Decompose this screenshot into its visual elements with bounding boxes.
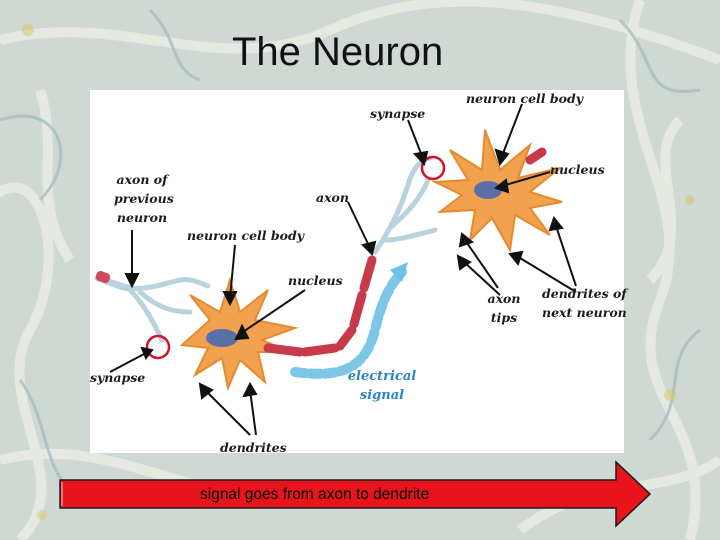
label-dendrites: dendrites — [220, 440, 287, 455]
axon-tips-left — [125, 277, 211, 343]
label-line: previous — [114, 191, 174, 206]
label-neuron-cell-body-top: neuron cell body — [466, 91, 583, 106]
label-line: axon — [487, 291, 521, 306]
label-line: tips — [490, 310, 518, 325]
label-synapse-bottom: synapse — [90, 370, 146, 385]
nucleus-left-shape — [206, 329, 238, 347]
label-line: next neuron — [542, 305, 627, 320]
label-line: axon of — [116, 172, 168, 187]
label-dendrites-of-next-neuron: dendrites of next neuron — [542, 284, 627, 322]
slide-title: The Neuron — [232, 30, 444, 74]
electrical-signal-arrow — [290, 267, 407, 379]
label-nucleus-right: nucleus — [550, 162, 605, 177]
label-axon-of-previous-neuron: axon of previous neuron — [114, 170, 174, 227]
label-synapse-top: synapse — [370, 106, 426, 121]
right-neuron — [431, 129, 563, 254]
label-neuron-cell-body-left: neuron cell body — [187, 228, 304, 243]
synapse-right-ring — [420, 155, 446, 181]
label-line: neuron — [116, 210, 168, 225]
signal-direction-arrow — [59, 460, 652, 528]
label-line: dendrites of — [542, 286, 627, 301]
label-axon-tips: axon tips — [484, 289, 524, 327]
right-axon — [525, 147, 547, 165]
left-axon-segments — [263, 255, 377, 357]
signal-direction-text: signal goes from axon to dendrite — [200, 486, 430, 503]
previous-axon-end — [95, 271, 111, 283]
neuron-diagram: neuron cell body synapse nucleus axon of… — [90, 90, 627, 455]
nucleus-right-shape — [474, 181, 502, 199]
label-nucleus-left: nucleus — [288, 273, 343, 288]
label-line: electrical — [347, 369, 417, 384]
synapse-left-ring — [145, 334, 171, 360]
label-pointers — [109, 103, 577, 436]
label-line: signal — [359, 388, 405, 403]
label-axon: axon — [316, 190, 349, 205]
label-electrical-signal: electrical signal — [346, 367, 418, 405]
axon-tips-right — [372, 155, 438, 255]
neuron-diagram-art — [94, 103, 577, 436]
electrical-signal-arrowhead — [390, 262, 408, 282]
